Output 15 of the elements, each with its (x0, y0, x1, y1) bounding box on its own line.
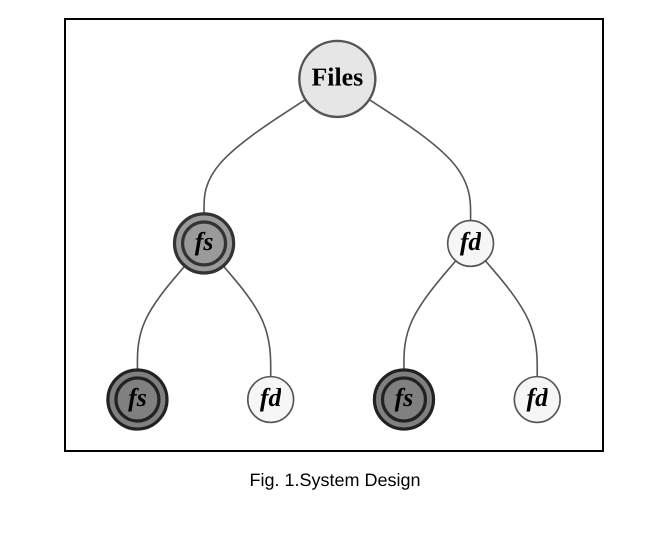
connector (403, 260, 456, 370)
node-circle (172, 212, 236, 275)
connector (368, 98, 472, 221)
node-circle (446, 220, 494, 268)
figure-frame: Files fs fd fs fd fs fd (64, 18, 604, 452)
connector (484, 260, 538, 377)
node-circle (247, 376, 294, 424)
node-circle (298, 40, 377, 118)
connector (203, 98, 306, 214)
node-circle (372, 368, 436, 431)
connector (136, 265, 186, 370)
figure-caption: Fig. 1.System Design (248, 470, 422, 491)
node-circle (106, 368, 169, 431)
connector (222, 265, 272, 377)
node-circle (514, 376, 561, 424)
